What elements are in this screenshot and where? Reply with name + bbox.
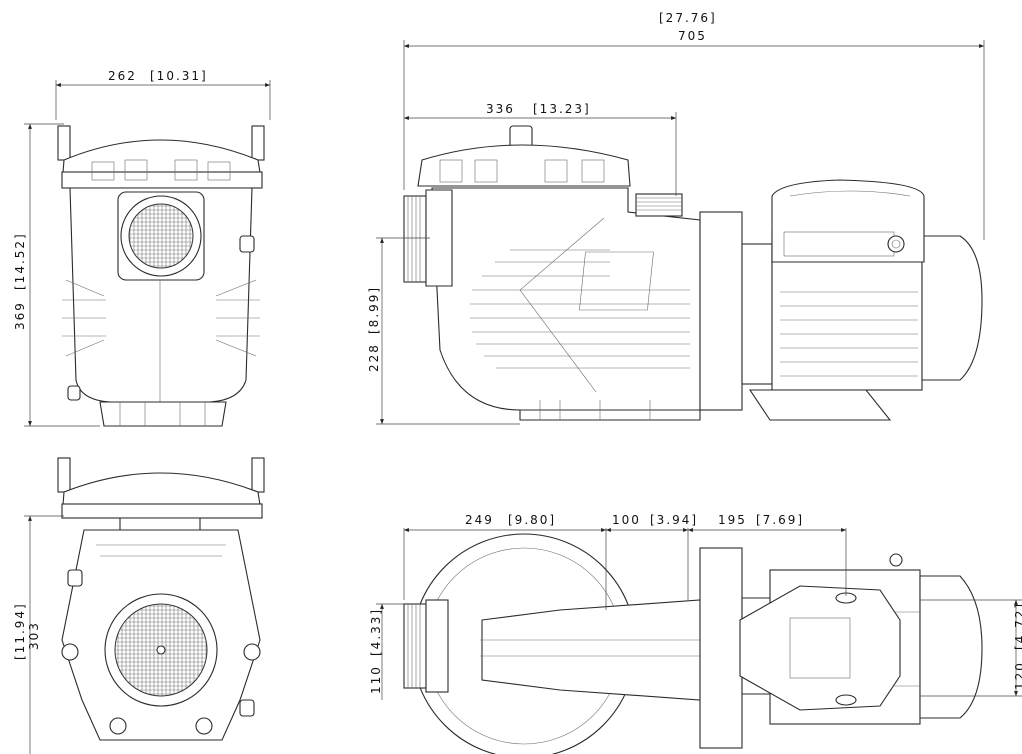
overall-length-dimension: [27.76] 705 bbox=[403, 11, 985, 240]
top-right-offset-in: [4.72] bbox=[1013, 602, 1022, 650]
front-height-dimension: 369 [14.52] bbox=[13, 123, 100, 427]
top-c-in: [7.69] bbox=[756, 513, 804, 527]
top-left-offset-in: [4.33] bbox=[369, 608, 383, 656]
overall-length-mm: 705 bbox=[678, 29, 707, 43]
inlet-height-mm: 228 bbox=[367, 343, 381, 372]
front-height-mm: 369 bbox=[13, 301, 27, 330]
top-a-in: [9.80] bbox=[508, 513, 556, 527]
top-c-mm: 195 bbox=[718, 513, 747, 527]
top-a-mm: 249 bbox=[465, 513, 494, 527]
front-height-in: [14.52] bbox=[13, 232, 27, 290]
top-b-in: [3.94] bbox=[650, 513, 698, 527]
top-b-mm: 100 bbox=[612, 513, 641, 527]
top-view-dimensions: 249 [9.80] 100 [3.94] 195 [7.69] 110 [4.… bbox=[369, 513, 1022, 700]
top-left-offset-mm: 110 bbox=[369, 665, 383, 694]
top-view bbox=[403, 533, 983, 754]
front-width-mm: 262 bbox=[108, 69, 137, 83]
front-view bbox=[57, 125, 265, 427]
rear-view bbox=[57, 457, 265, 741]
basket-length-mm: 336 bbox=[486, 102, 515, 116]
overall-length-in: [27.76] bbox=[659, 11, 717, 25]
front-width-dimension: 262 [10.31] bbox=[55, 69, 271, 120]
rear-height-dimension: [11.94] 303 bbox=[13, 515, 64, 754]
rear-height-in: [11.94] bbox=[13, 602, 27, 660]
top-right-offset-mm: 120 bbox=[1013, 661, 1022, 690]
side-view bbox=[403, 125, 983, 421]
inlet-height-dimension: 228 [8.99] bbox=[367, 237, 520, 425]
inlet-height-in: [8.99] bbox=[367, 286, 381, 334]
front-width-in: [10.31] bbox=[150, 69, 208, 83]
rear-height-mm: 303 bbox=[27, 621, 41, 650]
basket-length-dimension: 336 [13.23] bbox=[404, 102, 677, 196]
basket-length-in: [13.23] bbox=[533, 102, 591, 116]
